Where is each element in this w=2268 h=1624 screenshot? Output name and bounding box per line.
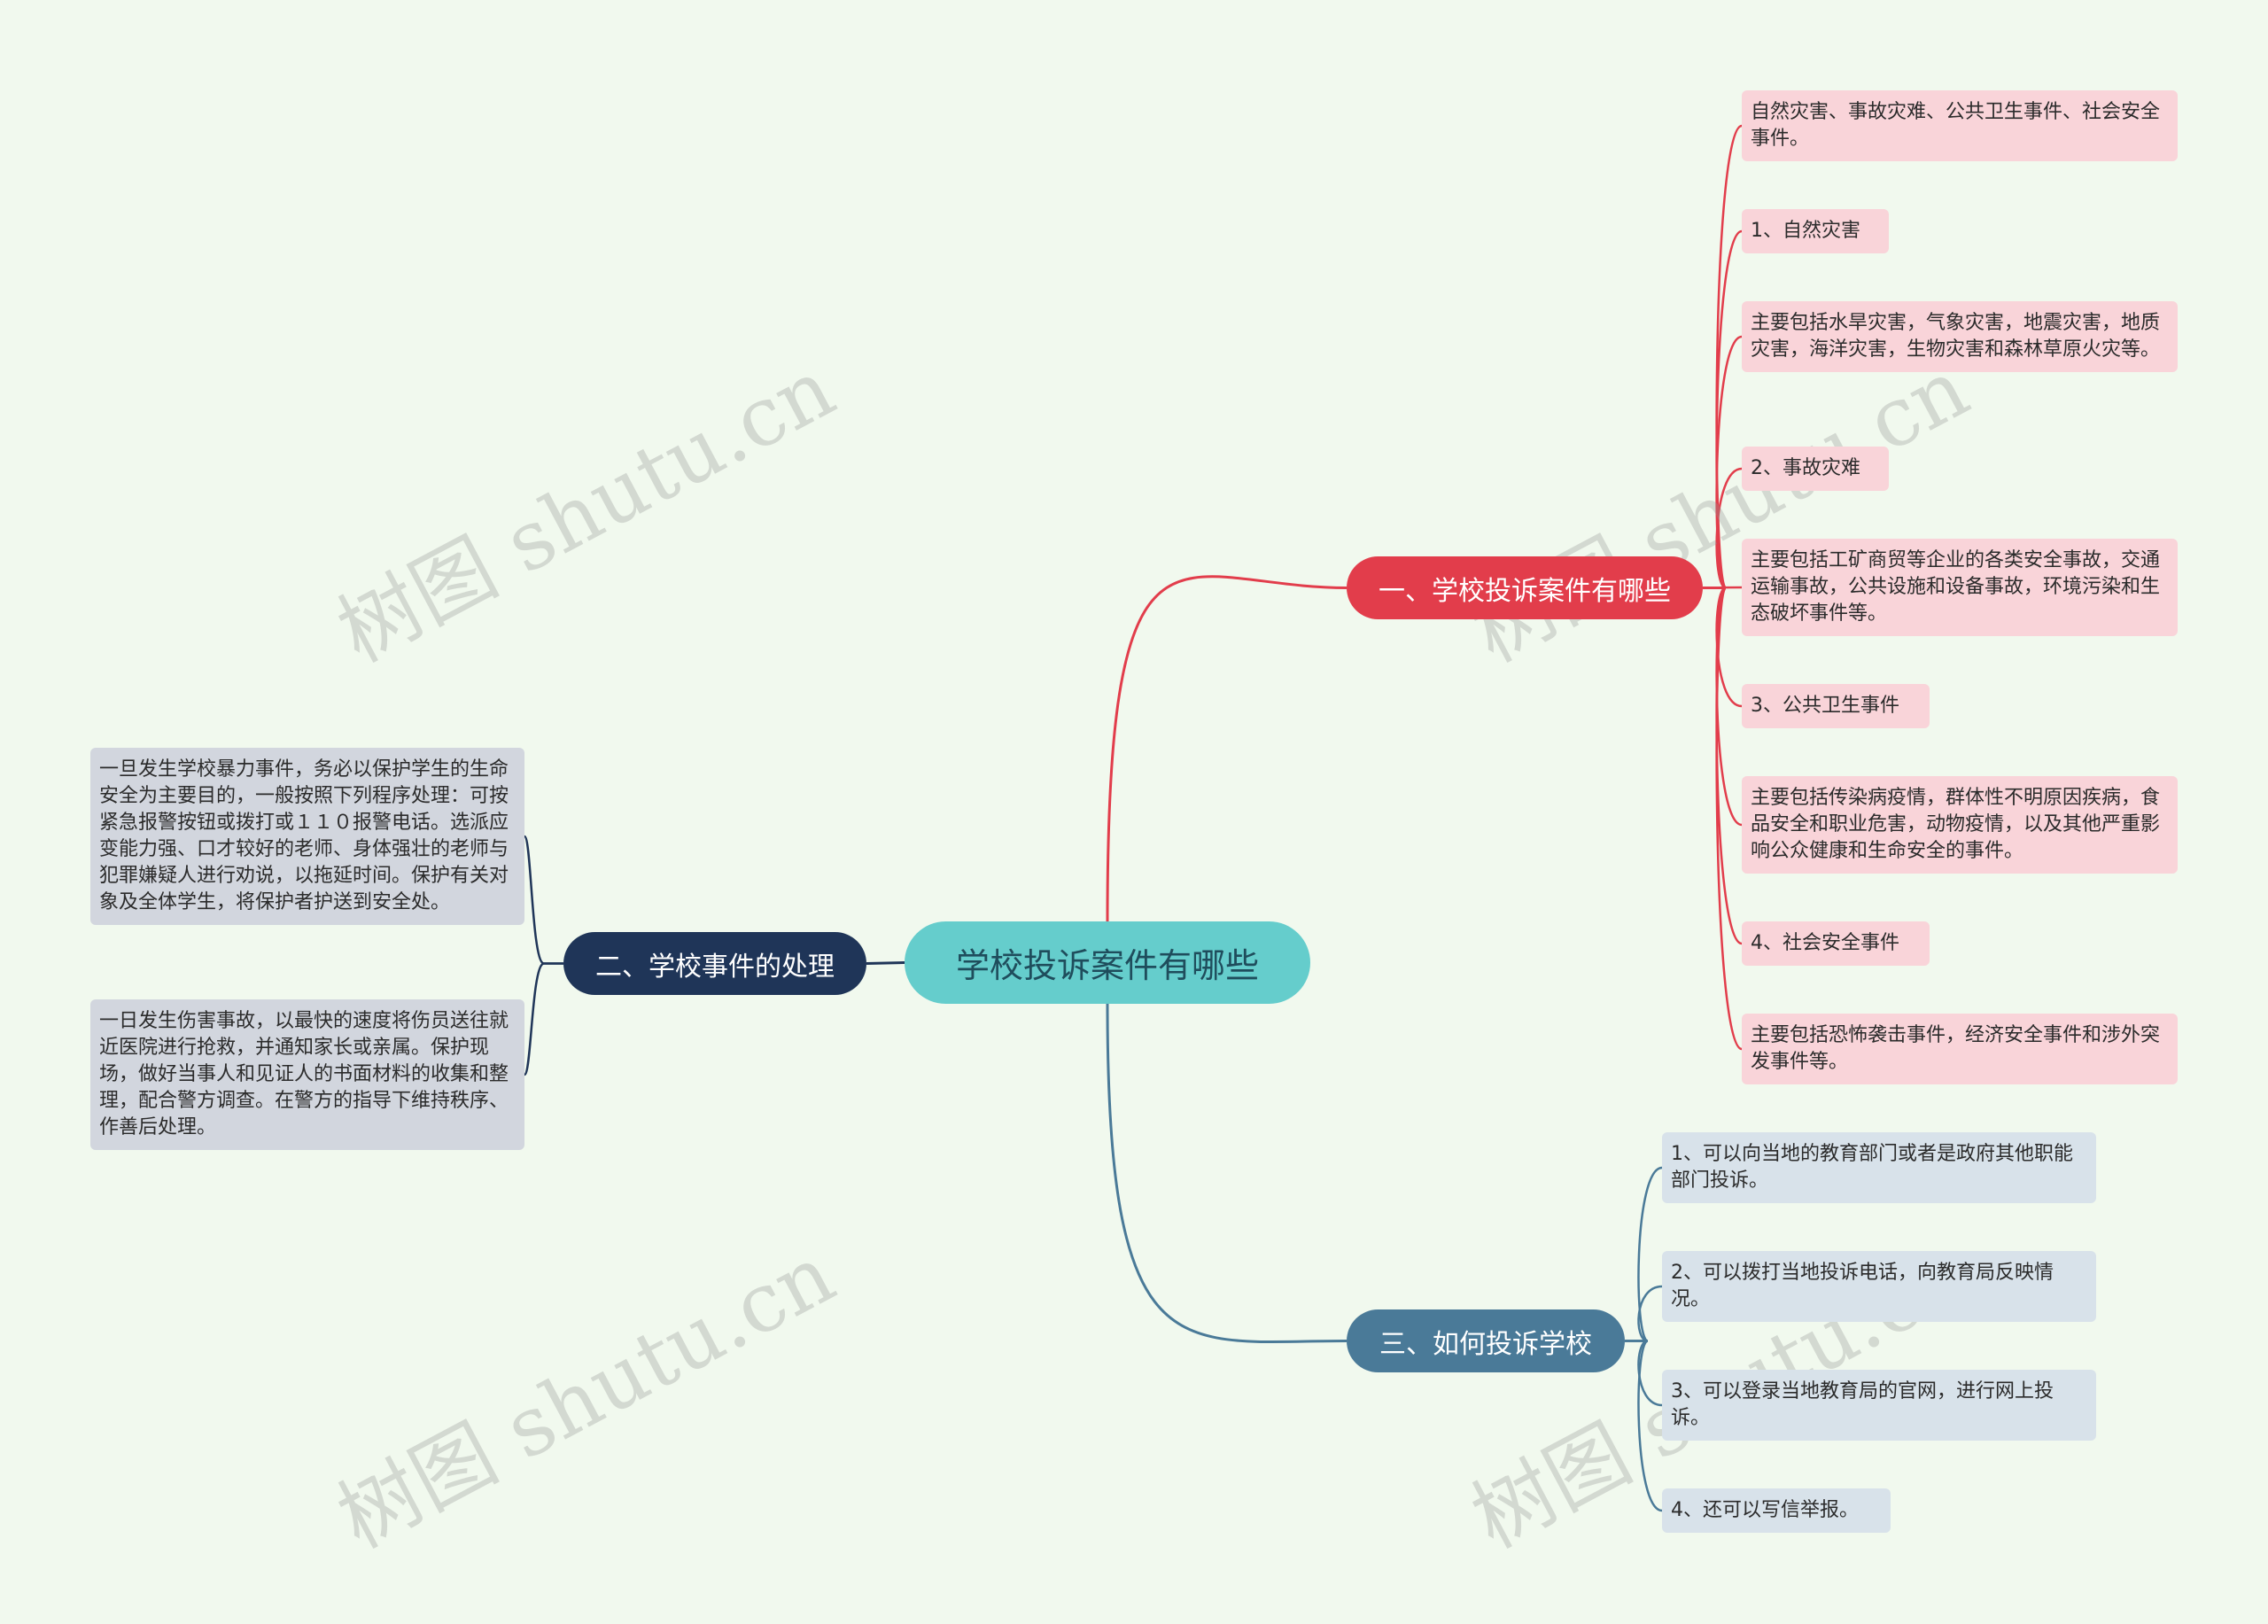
branch-node-incident-handling[interactable]: 二、学校事件的处理 — [563, 932, 866, 995]
branch-to-leaf-line — [523, 962, 563, 1076]
leaf-node[interactable]: 主要包括工矿商贸等企业的各类安全事故，交通运输事故，公共设施和设备事故，环境污染… — [1742, 539, 2178, 636]
branch-to-leaf-line — [1625, 1166, 1663, 1342]
branch-to-leaf-line — [1625, 1340, 1663, 1512]
leaf-node[interactable]: 4、社会安全事件 — [1742, 921, 1930, 966]
leaf-node[interactable]: 主要包括传染病疫情，群体性不明原因疾病，食品安全和职业危害，动物疫情，以及其他严… — [1742, 776, 2178, 874]
branch-node-complaint-types[interactable]: 一、学校投诉案件有哪些 — [1347, 556, 1703, 619]
leaf-node[interactable]: 主要包括水旱灾害，气象灾害，地震灾害，地质灾害，海洋灾害，生物灾害和森林草原火灾… — [1742, 301, 2178, 372]
leaf-node[interactable]: 1、自然灾害 — [1742, 209, 1889, 253]
root-to-branch-line — [1106, 1003, 1348, 1344]
root-to-branch-line — [1106, 575, 1348, 922]
leaf-node[interactable]: 自然灾害、事故灾难、公共卫生事件、社会安全事件。 — [1742, 90, 2178, 161]
leaf-node[interactable]: 2、可以拨打当地投诉电话，向教育局反映情况。 — [1662, 1251, 2096, 1322]
root-node[interactable]: 学校投诉案件有哪些 — [905, 921, 1310, 1004]
leaf-node[interactable]: 4、还可以写信举报。 — [1662, 1488, 1891, 1533]
leaf-node[interactable]: 一日发生伤害事故，以最快的速度将伤员送往就近医院进行抢救，并通知家长或亲属。保护… — [90, 999, 524, 1150]
branch-to-leaf-line — [1703, 587, 1743, 827]
branch-to-leaf-line — [1703, 124, 1743, 589]
branch-to-leaf-line — [523, 835, 563, 965]
branch-to-leaf-line — [1703, 229, 1743, 589]
leaf-node[interactable]: 3、可以登录当地教育局的官网，进行网上投诉。 — [1662, 1370, 2096, 1441]
leaf-node[interactable]: 一旦发生学校暴力事件，务必以保护学生的生命安全为主要目的，一般按照下列程序处理：… — [90, 748, 524, 925]
leaf-node[interactable]: 3、公共卫生事件 — [1742, 684, 1930, 728]
root-to-branch-line — [866, 961, 905, 965]
branch-to-leaf-line — [1703, 587, 1743, 1051]
leaf-node[interactable]: 2、事故灾难 — [1742, 447, 1889, 491]
leaf-node[interactable]: 主要包括恐怖袭击事件，经济安全事件和涉外突发事件等。 — [1742, 1014, 2178, 1084]
branch-to-leaf-line — [1703, 335, 1743, 589]
leaf-node[interactable]: 1、可以向当地的教育部门或者是政府其他职能部门投诉。 — [1662, 1132, 2096, 1203]
branch-node-how-to-complain[interactable]: 三、如何投诉学校 — [1347, 1309, 1625, 1372]
